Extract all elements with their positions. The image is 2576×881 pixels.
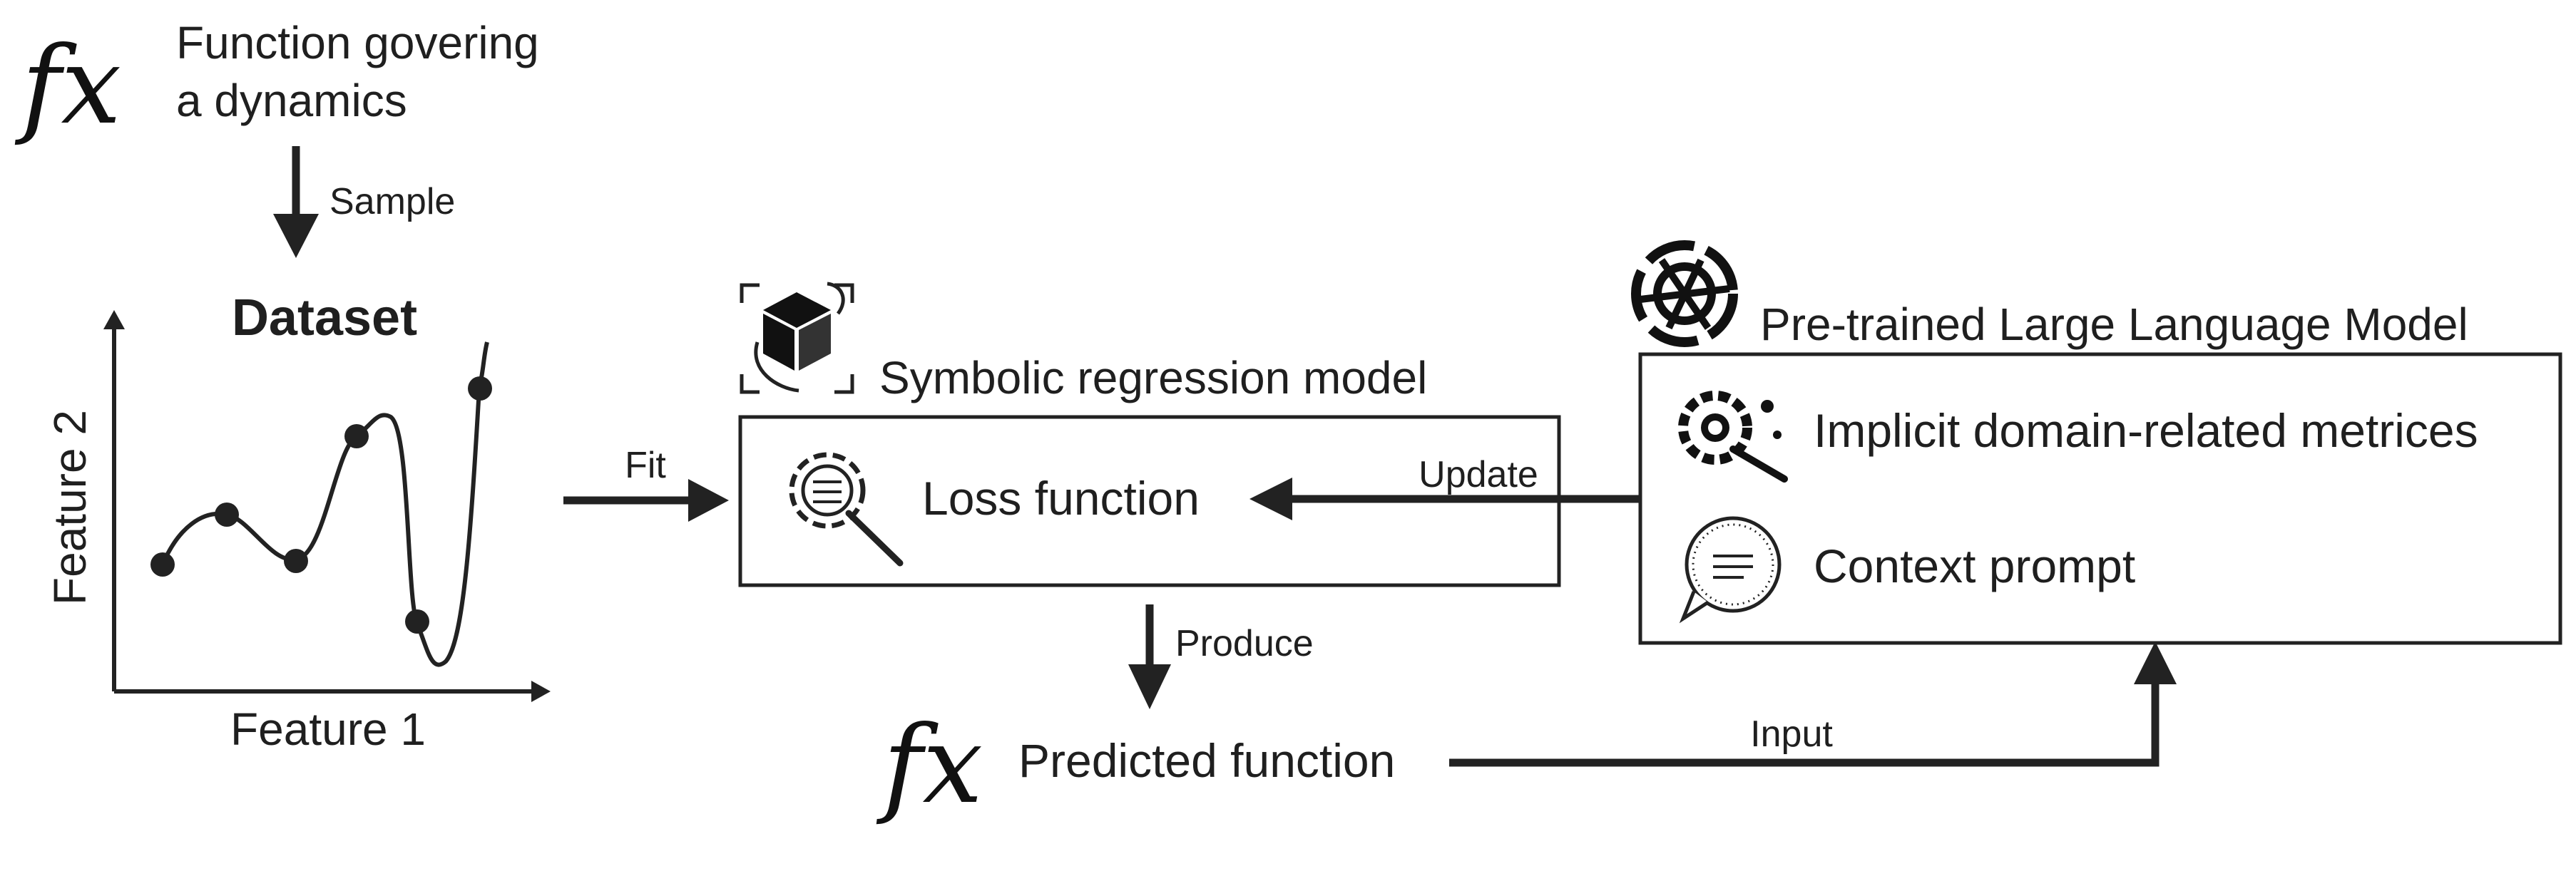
function-title-line1: Function govering <box>176 17 539 68</box>
input-arrow-line <box>1449 681 2160 767</box>
input-label: Input <box>1750 713 1833 755</box>
function-title-line2: a dynamics <box>176 75 407 126</box>
input-arrow-head <box>2134 642 2177 684</box>
produce-label: Produce <box>1175 623 1314 664</box>
data-point <box>150 552 175 577</box>
data-point <box>284 549 308 573</box>
y-axis-label: Feature 2 <box>44 410 96 605</box>
fit-label: Fit <box>625 445 666 486</box>
data-point <box>215 503 239 527</box>
gear-search-icon <box>789 452 904 567</box>
dataset-curve <box>160 341 489 667</box>
fx-symbol-top: fx <box>14 24 121 148</box>
fit-arrow-head <box>688 479 729 522</box>
predicted-function-label: Predicted function <box>1018 734 1395 787</box>
context-prompt-label: Context prompt <box>1814 540 2135 592</box>
llm-title: Pre-trained Large Language Model <box>1760 299 2468 350</box>
data-point <box>468 376 492 401</box>
dataset-plot: Dataset Feature 1 Feature 2 <box>44 289 551 755</box>
x-axis-arrow <box>531 681 551 702</box>
sr-model-title: Symbolic regression model <box>879 352 1427 403</box>
dataset-title: Dataset <box>232 289 417 346</box>
data-point <box>344 424 369 448</box>
update-arrow-head <box>1249 478 1292 520</box>
sample-arrow-head <box>273 214 319 258</box>
cube-icon <box>740 282 854 394</box>
y-axis-arrow <box>103 310 125 329</box>
x-axis-label: Feature 1 <box>230 704 426 755</box>
update-label: Update <box>1419 454 1538 495</box>
produce-arrow-head <box>1128 664 1171 709</box>
chat-bubble-icon <box>1679 516 1782 624</box>
llm-box <box>1638 352 2562 645</box>
loss-function-label: Loss function <box>922 472 1200 525</box>
metrics-label: Implicit domain-related metrices <box>1814 404 2478 457</box>
openai-logo-icon <box>1631 240 1738 347</box>
data-point <box>405 609 429 634</box>
metrics-gear-icon <box>1678 391 1788 483</box>
sample-label: Sample <box>329 181 455 222</box>
fx-symbol-predicted: fx <box>876 704 983 828</box>
